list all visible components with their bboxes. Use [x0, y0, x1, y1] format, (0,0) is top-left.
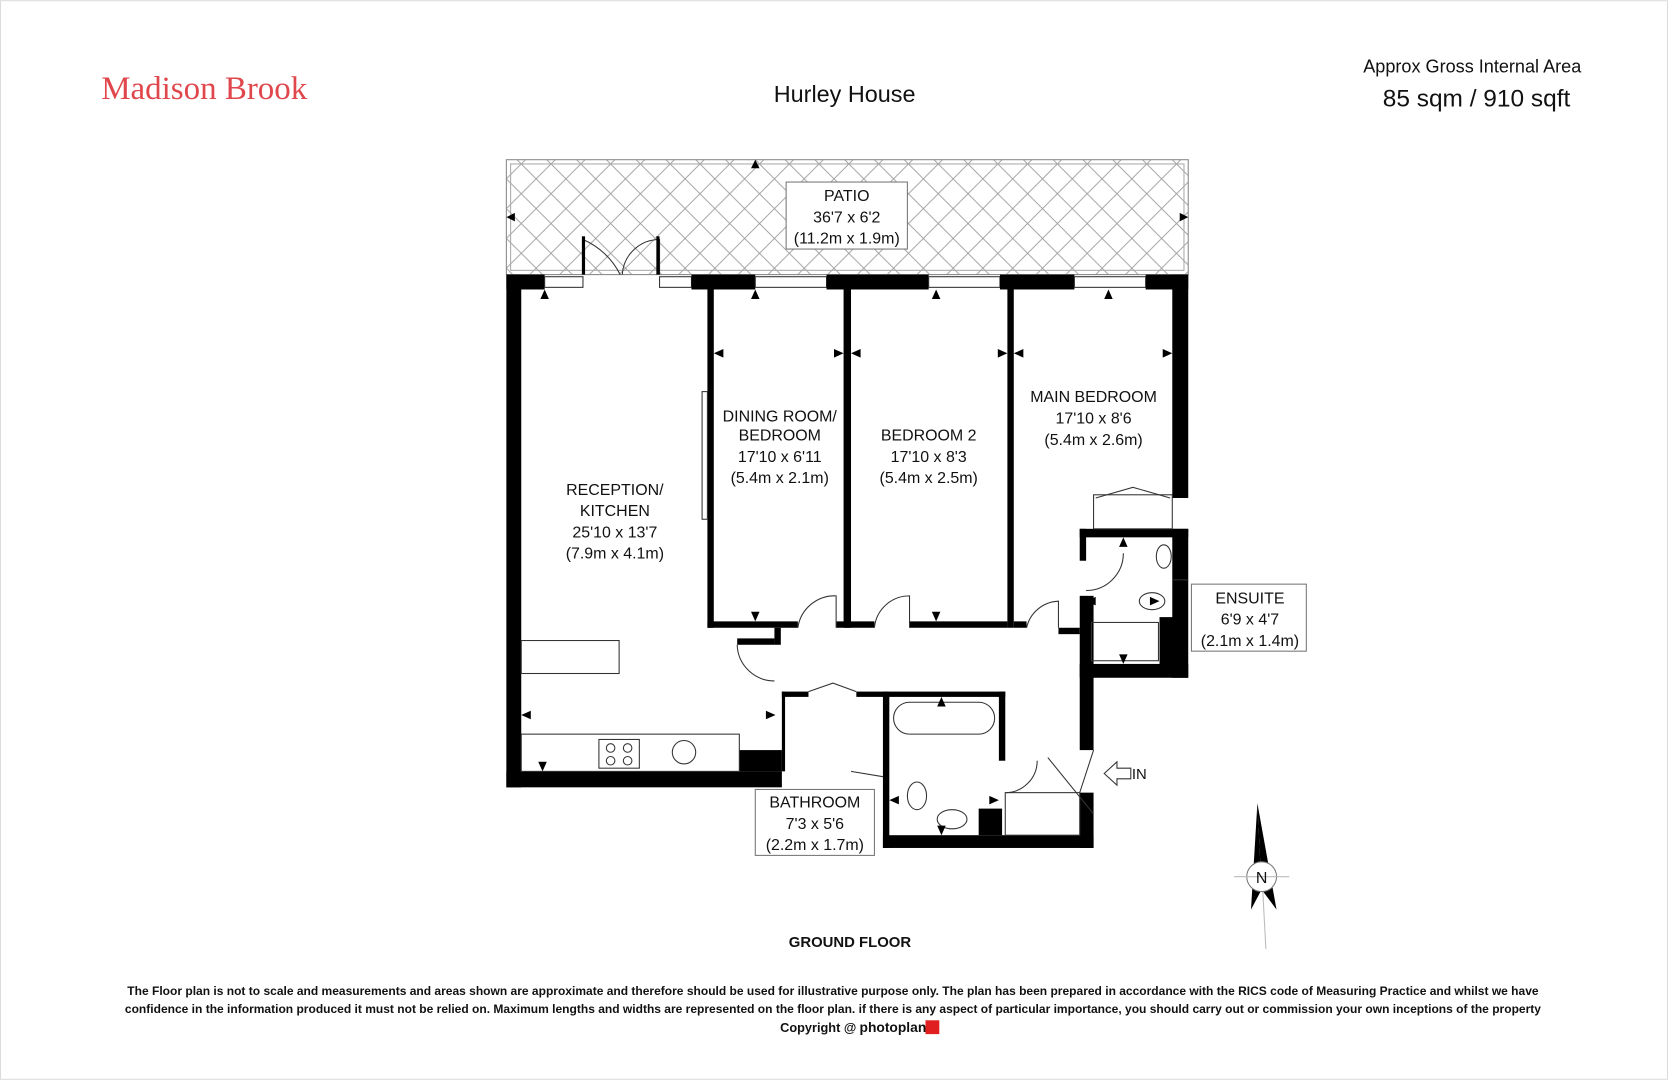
compass-label: N [1256, 870, 1268, 887]
ensuite-label-box [1190, 583, 1307, 652]
hob-icon [598, 738, 640, 769]
reception-imperial: 25'10 x 13'7 [572, 524, 657, 541]
bathroom-imperial: 7'3 x 5'6 [786, 816, 845, 833]
main-bedroom-name: MAIN BEDROOM [1030, 389, 1157, 406]
dining-name-1: DINING ROOM/ [723, 408, 838, 425]
fixtures [520, 236, 1172, 830]
disclaimer-line-1: The Floor plan is not to scale and measu… [127, 984, 1539, 998]
property-title: Hurley House [774, 81, 916, 107]
photoplan-logo: photoplan [860, 1019, 927, 1035]
walls [506, 274, 1189, 848]
main-bedroom-metric: (5.4m x 2.6m) [1044, 432, 1142, 449]
main-bedroom-imperial: 17'10 x 8'6 [1056, 411, 1132, 428]
dining-metric: (5.4m x 2.1m) [731, 470, 829, 487]
area-label: Approx Gross Internal Area [1363, 56, 1582, 76]
entrance-label: IN [1132, 767, 1147, 783]
patio-metric: (11.2m x 1.9m) [794, 231, 900, 248]
patio-name: PATIO [824, 188, 869, 205]
bath-icon [893, 701, 996, 735]
entrance-arrow-icon [1103, 760, 1132, 787]
dining-name-2: BEDROOM [739, 428, 821, 445]
basin-icon [936, 809, 968, 830]
bathroom-name: BATHROOM [769, 795, 860, 812]
patio-imperial: 36'7 x 6'2 [813, 209, 880, 226]
reception-name-2: KITCHEN [580, 503, 650, 520]
disclaimer-line-2: confidence in the information produced i… [125, 1002, 1541, 1016]
bedroom2-metric: (5.4m x 2.5m) [880, 470, 978, 487]
floor-label: GROUND FLOOR [789, 935, 912, 951]
patio-label-box [785, 181, 908, 250]
toilet-icon [906, 781, 928, 811]
ensuite-metric: (2.1m x 1.4m) [1201, 633, 1299, 650]
bathroom-metric: (2.2m x 1.7m) [766, 837, 864, 854]
dining-imperial: 17'10 x 6'11 [738, 449, 822, 466]
shower-icon [1090, 621, 1159, 662]
photoplan-icon [925, 1020, 940, 1035]
brand-logo: Madison Brook [101, 71, 308, 107]
ensuite-imperial: 6'9 x 4'7 [1221, 612, 1280, 629]
dimension-arrows [521, 289, 1173, 836]
area-value: 85 sqm / 910 sqft [1383, 86, 1571, 113]
reception-name-1: RECEPTION/ [566, 482, 664, 499]
bedroom2-imperial: 17'10 x 8'3 [891, 449, 967, 466]
sink-icon [671, 739, 697, 765]
bedroom2-name: BEDROOM 2 [881, 428, 977, 445]
reception-metric: (7.9m x 4.1m) [566, 546, 664, 563]
bathroom-label-box [754, 788, 875, 856]
copyright-text: Copyright @ [780, 1020, 856, 1035]
ensuite-name: ENSUITE [1215, 590, 1284, 607]
